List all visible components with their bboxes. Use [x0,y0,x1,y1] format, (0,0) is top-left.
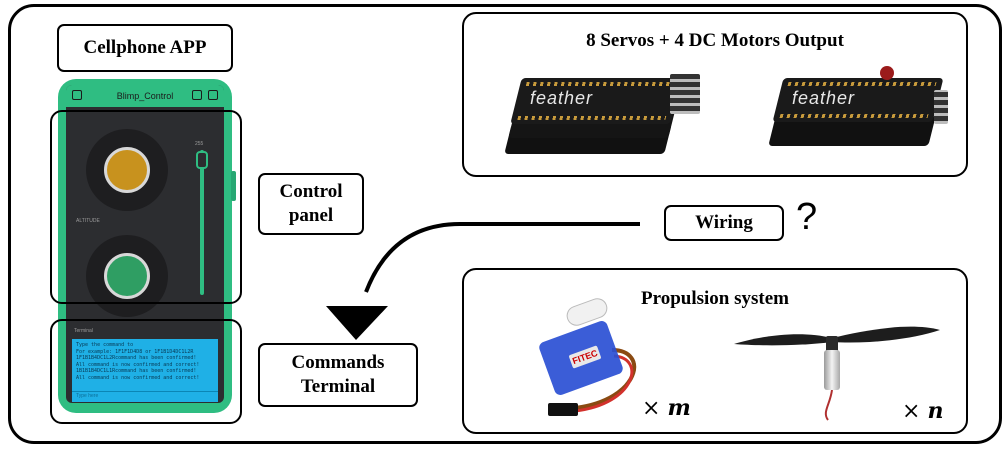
phone-app-title: Blimp_Control [116,91,174,101]
pin-row [525,82,675,86]
feather-board-left: feather [500,70,700,165]
commands-terminal-label: Commands Terminal [258,343,418,407]
wiring-text: Wiring [695,212,753,234]
servos-output-title: 8 Servos + 4 DC Motors Output [586,30,844,51]
joystick-top[interactable] [86,129,168,211]
joystick-top-knob[interactable] [104,147,150,193]
wiring-label: Wiring [664,205,784,241]
terminal-line: All command is now confirmed and correct… [76,374,200,381]
control-panel-highlight [50,110,242,304]
motor-count-variable: n [927,398,944,424]
terminal-line: 1F1B1B4DC1L2Rcommand has been confirmed! [76,355,197,361]
pin-row [779,114,929,118]
commands-terminal-text: Commands Terminal [291,352,385,397]
servo-count-variable: m [667,395,691,421]
terminal-output: Type the command to For example: 1F1F1D4… [72,339,218,391]
times-sign: × [902,399,921,424]
slider-value: 255 [195,141,204,147]
board-label: feather [792,88,856,108]
servo-multiplier: × m [642,395,691,421]
propulsion-title: Propulsion system [641,288,789,309]
propeller-hub [826,336,838,352]
altitude-label: ALTITUDE [76,218,100,224]
cellphone-app-text: Cellphone APP [83,37,207,59]
settings-icon[interactable] [208,90,218,100]
cellphone-app-label: Cellphone APP [57,24,233,72]
terminal-line: All command is now confirmed and correct… [76,361,200,368]
propulsion-panel: Propulsion system [462,268,968,434]
terminal-highlight [50,319,242,424]
terminal-line: For example: 1F1F1D4D8 or 1F1B1D4DC1L2R [76,348,194,355]
menu-icon[interactable] [72,90,82,100]
terminal-section-label: Terminal [74,328,93,334]
throttle-slider-thumb[interactable] [196,151,208,169]
phone-side-button [231,171,236,201]
device-icon[interactable] [192,90,202,100]
servo-connector [548,403,578,416]
control-panel-text: Control panel [279,181,343,226]
outer-frame [8,4,1002,444]
control-panel-label: Control panel [258,173,364,235]
header-pins [934,90,948,124]
terminal-input[interactable]: Type here [72,391,218,402]
dc-motor [824,350,840,390]
feather-board-right: feather [764,66,954,160]
joystick-bottom-knob[interactable] [104,253,150,299]
question-mark: ? [796,196,818,238]
pin-row [787,82,937,86]
terminal-line: 1B1B1B4DC1L1Rcommand has been confirmed! [76,368,197,374]
phone-title-bar: Blimp_Control [66,85,224,107]
terminal-line: Type the command to [76,342,134,348]
motor-multiplier: × n [902,398,943,424]
terminal-placeholder: Type here [76,393,99,399]
throttle-slider-track[interactable] [200,150,204,295]
times-sign: × [642,396,661,421]
pin-row [517,116,667,120]
capacitor [880,66,894,80]
header-pins [670,74,700,114]
board-label: feather [530,88,594,108]
